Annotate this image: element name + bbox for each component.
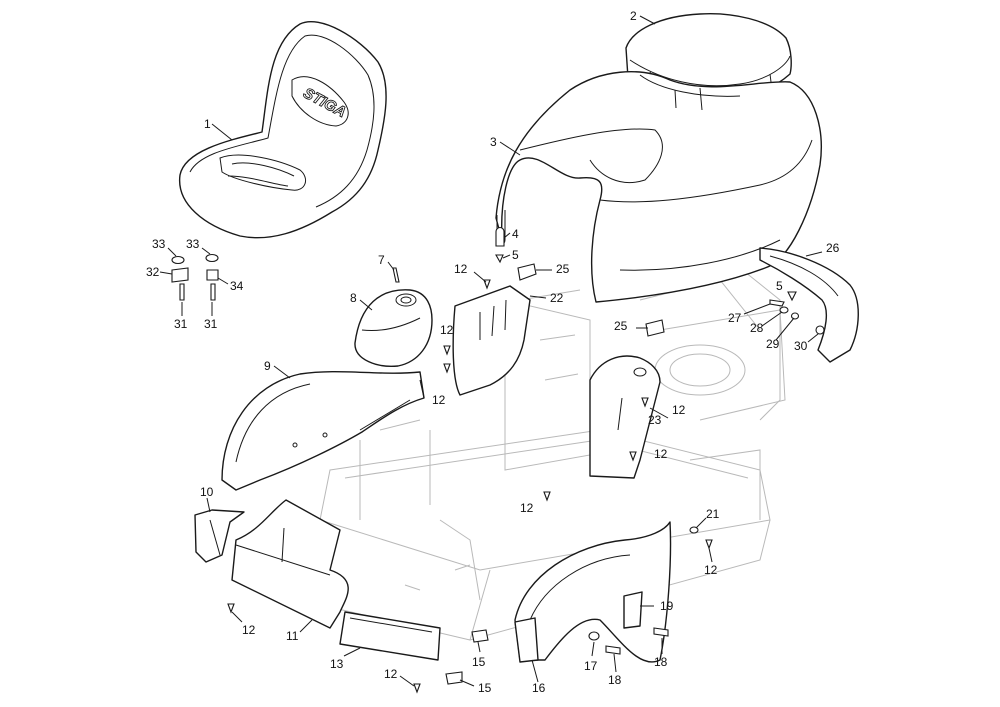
callout-4: 4 (512, 227, 519, 241)
callout-18-b: 18 (608, 673, 622, 687)
callout-12-i: 12 (384, 667, 398, 681)
callout-12-c: 12 (432, 393, 446, 407)
callout-33-b: 33 (186, 237, 200, 251)
callout-12-h: 12 (242, 623, 256, 637)
callout-13: 13 (330, 657, 344, 671)
callout-33-a: 33 (152, 237, 166, 251)
callout-15-a: 15 (472, 655, 486, 669)
callout-15-b: 15 (478, 681, 492, 695)
right-console-cover (589, 355, 661, 479)
callout-17: 17 (584, 659, 598, 673)
rear-fender-left (221, 371, 425, 491)
front-fender-right (514, 521, 672, 663)
callout-26: 26 (826, 241, 840, 255)
callout-29: 29 (766, 337, 780, 351)
seat: STIGA (179, 21, 387, 239)
callout-34: 34 (230, 279, 244, 293)
callout-12-d: 12 (672, 403, 686, 417)
callout-19: 19 (660, 599, 674, 613)
callout-8: 8 (350, 291, 357, 305)
callout-12-a: 12 (454, 262, 468, 276)
hardware (171, 226, 825, 694)
callout-25-a: 25 (556, 262, 570, 276)
callout-10: 10 (200, 485, 214, 499)
callout-18-a: 18 (654, 655, 668, 669)
callout-25-b: 25 (614, 319, 628, 333)
callout-11: 11 (286, 629, 299, 643)
callout-12-e: 12 (654, 447, 668, 461)
callout-12-f: 12 (520, 501, 534, 515)
fuel-tank (354, 289, 433, 367)
hood-body (495, 71, 822, 303)
callout-21: 21 (706, 507, 720, 521)
callout-12-g: 12 (704, 563, 718, 577)
callout-16: 16 (532, 681, 546, 695)
callout-31-a: 31 (174, 317, 188, 331)
rear-bumper (759, 247, 859, 363)
front-panel (231, 499, 349, 629)
console-cover (452, 285, 531, 396)
bracket (194, 509, 245, 563)
callout-5-right: 5 (776, 279, 783, 293)
callout-28: 28 (750, 321, 764, 335)
callout-9: 9 (264, 359, 271, 373)
callout-5-left: 5 (512, 248, 519, 262)
callout-labels: 1 2 3 4 5 5 7 8 9 10 11 12 12 12 12 12 1… (146, 9, 840, 695)
callout-3: 3 (490, 135, 497, 149)
callout-7: 7 (378, 253, 385, 267)
fender-bracket (623, 591, 643, 629)
front-lower-panel (339, 611, 441, 661)
leader-lines (159, 15, 823, 687)
callout-1: 1 (204, 117, 211, 131)
callout-30: 30 (794, 339, 808, 353)
callout-12-b: 12 (440, 323, 454, 337)
callout-27: 27 (728, 311, 742, 325)
callout-31-b: 31 (204, 317, 218, 331)
callout-22: 22 (550, 291, 564, 305)
callout-23: 23 (648, 413, 662, 427)
callout-2: 2 (630, 9, 637, 23)
callout-32: 32 (146, 265, 160, 279)
